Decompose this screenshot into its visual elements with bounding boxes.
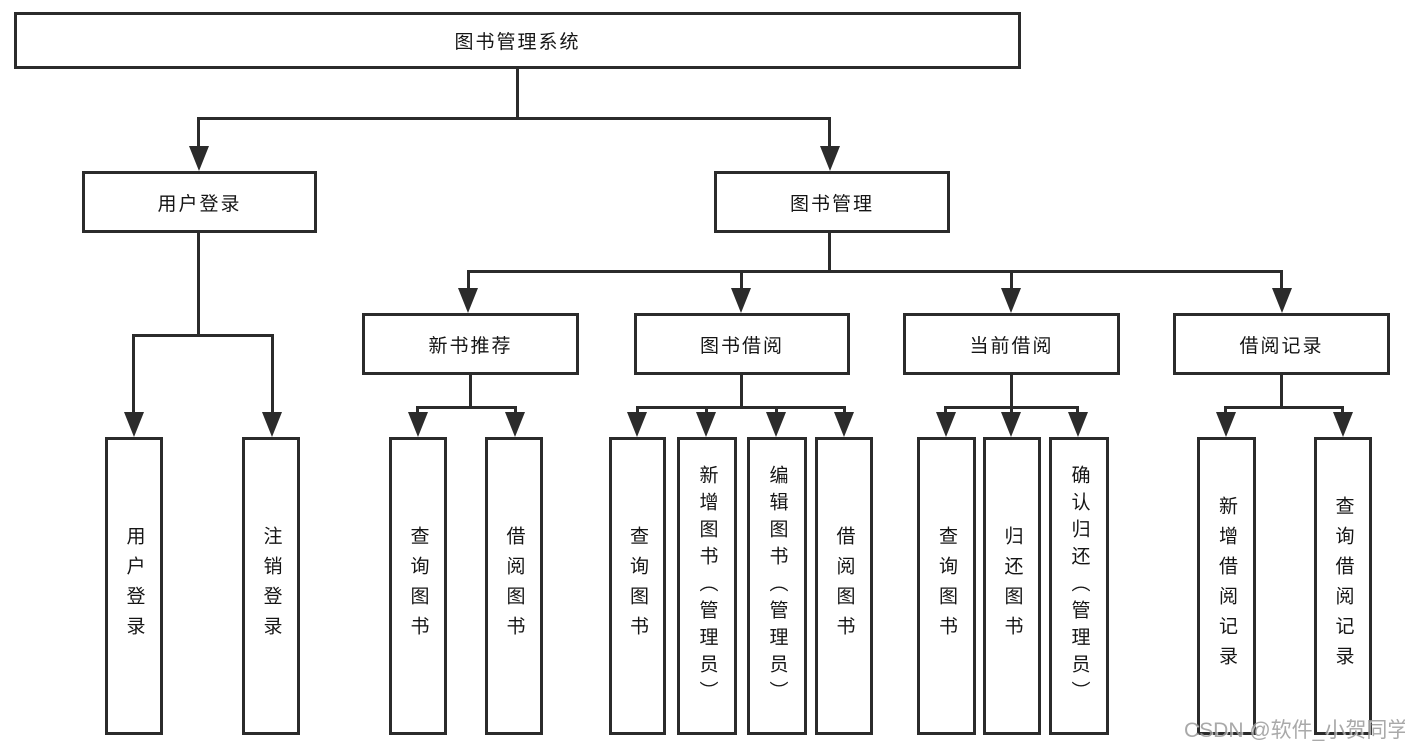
leaf-borrow-books-borrow: 借阅图书 [815,437,873,735]
connector-line [636,406,639,414]
node-root: 图书管理系统 [14,12,1021,69]
connector-line [775,406,778,414]
connector-line [197,117,200,146]
leaf-add-book-admin-label: 新增图书（管理员） [696,464,718,708]
arrowhead-icon [1272,288,1292,313]
arrowhead-icon [766,412,786,437]
connector-line [1010,375,1013,408]
leaf-query-books-borrow-label: 查询图书 [627,526,648,646]
leaf-edit-book-admin-label: 编辑图书（管理员） [766,464,788,708]
node-root-label: 图书管理系统 [454,32,581,53]
arrowhead-icon [1333,412,1353,437]
connector-line [132,334,274,337]
leaf-return-book-label: 归还图书 [1001,526,1023,646]
arrowhead-icon [820,146,840,171]
leaf-logout-label: 注销登录 [260,526,282,646]
connector-line [1010,270,1013,288]
arrowhead-icon [1001,288,1021,313]
node-new-book-recommend-label: 新书推荐 [428,335,513,357]
arrowhead-icon [458,288,478,313]
connector-line [516,69,519,119]
leaf-query-books-current-label: 查询图书 [936,526,957,646]
node-book-borrow: 图书借阅 [634,313,850,375]
connector-line [416,406,517,409]
node-borrow-records: 借阅记录 [1173,313,1390,375]
connector-line [740,375,743,408]
connector-line [828,117,831,146]
connector-line [1076,406,1079,414]
leaf-query-books-recommend-label: 查询图书 [407,526,429,646]
connector-line [416,406,419,414]
arrowhead-icon [505,412,525,437]
leaf-add-borrow-record-label: 新增借阅记录 [1216,496,1237,676]
connector-line [1280,270,1283,288]
leaf-user-login: 用户登录 [105,437,163,735]
node-new-book-recommend: 新书推荐 [362,313,579,375]
connector-line [132,334,135,412]
connector-line [1224,406,1344,409]
leaf-query-books-recommend: 查询图书 [389,437,447,735]
node-user-login-label: 用户登录 [157,193,242,215]
connector-line [467,270,470,288]
arrowhead-icon [731,288,751,313]
leaf-query-borrow-record: 查询借阅记录 [1314,437,1372,735]
node-user-login: 用户登录 [82,171,317,233]
leaf-query-books-borrow: 查询图书 [609,437,666,735]
connector-line [1341,406,1344,414]
leaf-query-books-current: 查询图书 [917,437,976,735]
connector-line [469,375,472,408]
connector-line [467,270,1283,273]
connector-line [1010,406,1013,414]
arrowhead-icon [696,412,716,437]
connector-line [944,406,947,414]
leaf-borrow-books-borrow-label: 借阅图书 [833,526,855,646]
connector-line [197,233,200,337]
leaf-add-book-admin: 新增图书（管理员） [677,437,737,735]
leaf-return-book: 归还图书 [983,437,1041,735]
arrowhead-icon [124,412,144,437]
arrowhead-icon [189,146,209,171]
node-book-management-label: 图书管理 [789,193,874,215]
node-current-borrow-label: 当前借阅 [969,335,1054,357]
leaf-edit-book-admin: 编辑图书（管理员） [747,437,807,735]
leaf-query-borrow-record-label: 查询借阅记录 [1332,496,1354,676]
arrowhead-icon [262,412,282,437]
leaf-logout: 注销登录 [242,437,300,735]
connector-line [514,406,517,414]
arrowhead-icon [1068,412,1088,437]
arrowhead-icon [627,412,647,437]
connector-line [843,406,846,414]
leaf-borrow-books-recommend-label: 借阅图书 [503,526,525,646]
connector-line [271,334,274,412]
arrowhead-icon [1216,412,1236,437]
connector-line [1224,406,1227,414]
leaf-add-borrow-record: 新增借阅记录 [1197,437,1256,735]
node-book-management: 图书管理 [714,171,950,233]
node-book-borrow-label: 图书借阅 [699,335,784,357]
node-borrow-records-label: 借阅记录 [1239,335,1324,357]
leaf-confirm-return-admin-label: 确认归还（管理员） [1068,464,1090,708]
leaf-confirm-return-admin: 确认归还（管理员） [1049,437,1109,735]
leaf-borrow-books-recommend: 借阅图书 [485,437,543,735]
connector-line [636,406,846,409]
leaf-user-login-label: 用户登录 [123,526,145,646]
connector-line [740,270,743,288]
csdn-watermark: CSDN @软件_小贺同学 [1184,719,1405,742]
node-current-borrow: 当前借阅 [903,313,1120,375]
arrowhead-icon [834,412,854,437]
arrowhead-icon [936,412,956,437]
connector-line [705,406,708,414]
connector-line [1280,375,1283,408]
connector-line [197,117,831,120]
connector-line [828,233,831,273]
arrowhead-icon [1001,412,1021,437]
arrowhead-icon [408,412,428,437]
